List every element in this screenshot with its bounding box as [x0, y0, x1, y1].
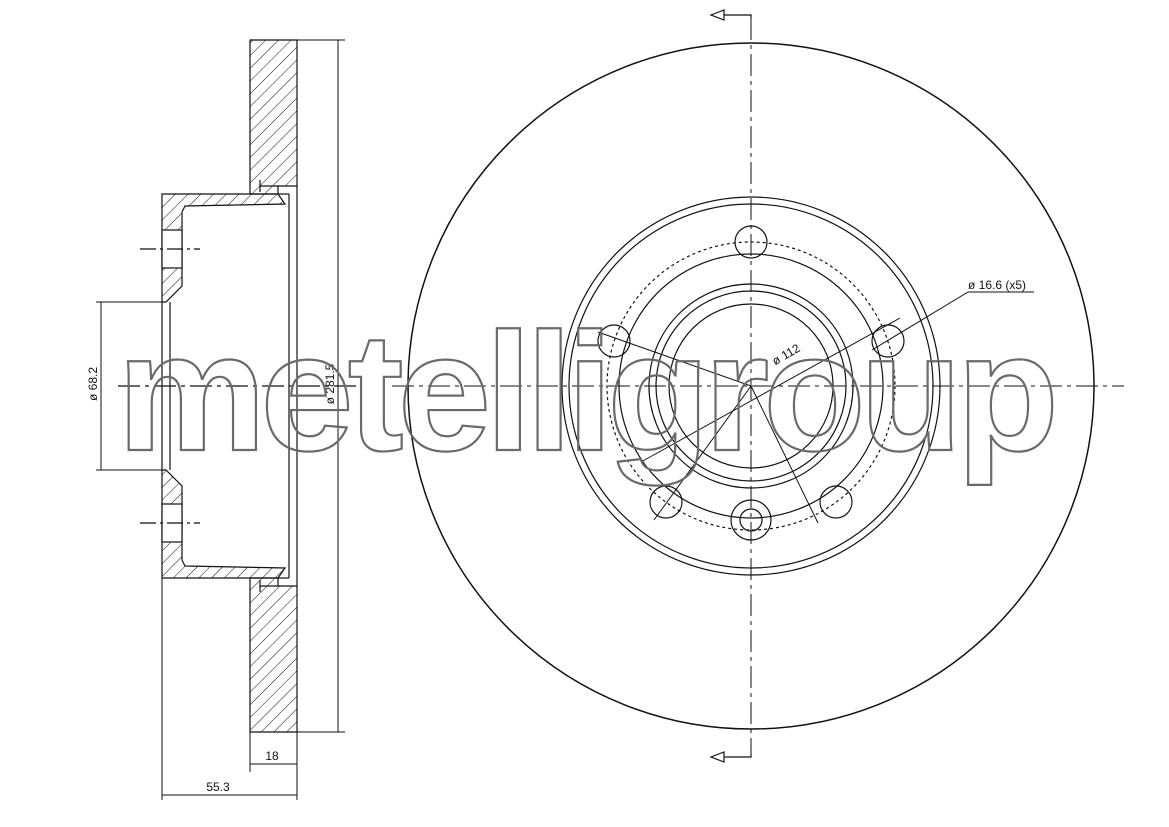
overall-height-dimension-label: 55.3	[206, 780, 230, 794]
section-ring-upper	[249, 39, 298, 195]
bolt-hole	[597, 324, 631, 358]
section-hat-upper	[161, 193, 287, 303]
section-ring-lower	[249, 577, 298, 733]
bolt-hole	[819, 485, 853, 519]
disc-diameter-dimension-label: ø 281.5	[323, 363, 337, 404]
disc-thickness-dimension-label: 18	[265, 749, 279, 763]
section-hat-lower	[161, 469, 287, 579]
hub-bore-dimension-label: ø 68.2	[86, 367, 100, 401]
front-view	[392, 9, 1124, 763]
side-view-dimensions	[96, 39, 345, 800]
bolt-hole	[649, 485, 683, 519]
watermark-logo: metelligroup	[117, 298, 1053, 486]
bolt-hole-dimension-label: ø 16.6 (x5)	[968, 278, 1026, 292]
